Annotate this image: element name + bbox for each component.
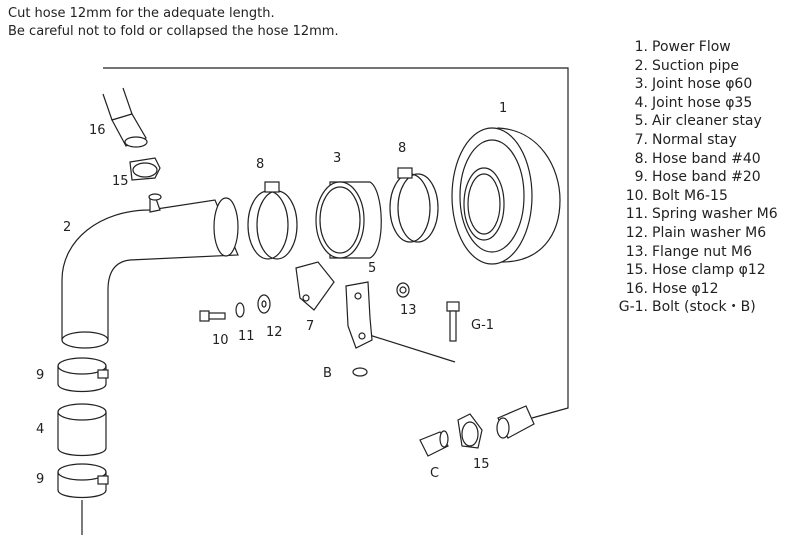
hose-routing-line xyxy=(103,67,569,419)
callout-c: C xyxy=(430,466,439,481)
callout-8-right: 8 xyxy=(398,141,406,156)
legend-item: 10.Bolt M6-15 xyxy=(612,187,778,206)
legend-code: 9. xyxy=(634,169,648,186)
legend-code: 3. xyxy=(634,76,648,93)
callout-3: 3 xyxy=(333,151,341,166)
callout-8-left: 8 xyxy=(256,157,264,172)
callout-1: 1 xyxy=(499,101,507,116)
legend-part-name: Plain washer M6 xyxy=(652,224,767,241)
hose-band-9-upper xyxy=(57,357,109,393)
legend-part-name: Spring washer M6 xyxy=(652,206,778,223)
joint-hose-3 xyxy=(315,181,382,259)
legend-code: 7. xyxy=(634,131,648,148)
hose-16-bottom xyxy=(496,405,535,439)
legend-part-name: Bolt M6-15 xyxy=(652,187,728,204)
hose-band-9-lower xyxy=(57,463,109,499)
legend-item: 12.Plain washer M6 xyxy=(612,224,778,243)
callout-15-bottom: 15 xyxy=(473,457,490,472)
legend-item: 11.Spring washer M6 xyxy=(612,205,778,224)
legend-code: 10. xyxy=(625,187,648,204)
legend-part-name: Joint hose φ35 xyxy=(652,94,753,111)
legend-item: 13.Flange nut M6 xyxy=(612,243,778,262)
joint-hose-4 xyxy=(57,403,107,457)
legend-code: 8. xyxy=(634,150,648,167)
hose-band-8-right xyxy=(389,167,439,243)
hose-clamp-15-bottom xyxy=(457,413,483,449)
legend-part-name: Hose band #20 xyxy=(652,169,761,186)
plain-washer-12 xyxy=(257,294,271,314)
legend-part-name: Flange nut M6 xyxy=(652,243,753,260)
bolt-10 xyxy=(199,310,226,322)
note-cut-hose: Cut hose 12mm for the adequate length. xyxy=(8,6,275,21)
legend-part-name: Suction pipe xyxy=(652,57,740,74)
suction-pipe xyxy=(61,193,239,349)
legend-item: 7.Normal stay xyxy=(612,131,778,150)
washer-b xyxy=(352,367,368,377)
callout-11: 11 xyxy=(238,329,255,344)
legend-item: 16.Hose φ12 xyxy=(612,280,778,299)
legend-code: 16. xyxy=(625,280,648,297)
legend-code: 2. xyxy=(634,57,648,74)
bolt-leader-line xyxy=(359,331,456,363)
legend-part-name: Air cleaner stay xyxy=(652,113,762,130)
callout-9-upper: 9 xyxy=(36,368,44,383)
callout-b: B xyxy=(323,366,332,381)
legend-item: 5.Air cleaner stay xyxy=(612,112,778,131)
legend-item: 15.Hose clamp φ12 xyxy=(612,261,778,280)
callout-9-lower: 9 xyxy=(36,472,44,487)
hose-end-c xyxy=(419,430,449,457)
legend-code: 13. xyxy=(625,243,648,260)
legend-part-name: Hose clamp φ12 xyxy=(652,262,766,279)
callout-15-top: 15 xyxy=(112,174,129,189)
flange-nut-13 xyxy=(396,282,410,298)
legend-part-name: Bolt (stock・B) xyxy=(652,299,756,316)
legend-code: 15. xyxy=(625,262,648,279)
callout-4: 4 xyxy=(36,422,44,437)
normal-stay-7 xyxy=(295,261,335,311)
legend-item: 1.Power Flow xyxy=(612,38,778,57)
note-do-not-fold: Be careful not to fold or collapsed the … xyxy=(8,24,339,39)
legend-part-name: Power Flow xyxy=(652,39,731,55)
callout-10: 10 xyxy=(212,333,229,348)
callout-g1: G-1 xyxy=(471,318,494,333)
hose-band-8-left xyxy=(247,181,298,260)
legend-item: 2.Suction pipe xyxy=(612,57,778,76)
air-cleaner-stay-5 xyxy=(345,281,373,349)
legend-code: 4. xyxy=(634,94,648,111)
legend-part-name: Normal stay xyxy=(652,131,737,148)
power-flow-filter xyxy=(451,127,561,265)
spring-washer-11 xyxy=(235,302,245,318)
bolt-g1 xyxy=(446,301,460,342)
legend-code: 5. xyxy=(634,113,648,130)
callout-16: 16 xyxy=(89,123,106,138)
callout-12: 12 xyxy=(266,325,283,340)
legend-item: 8.Hose band #40 xyxy=(612,150,778,169)
callout-13: 13 xyxy=(400,303,417,318)
legend-item: G-1.Bolt (stock・B) xyxy=(612,298,778,317)
legend-code: 1. xyxy=(634,39,648,55)
callout-2: 2 xyxy=(63,220,71,235)
legend-part-name: Joint hose φ60 xyxy=(652,76,753,93)
legend-code: 12. xyxy=(625,224,648,241)
hose-clamp-15-top xyxy=(129,157,161,181)
legend-code: 11. xyxy=(625,206,648,223)
legend-part-name: Hose band #40 xyxy=(652,150,761,167)
callout-5: 5 xyxy=(368,261,376,276)
legend-code: G-1. xyxy=(618,299,648,316)
callout-7: 7 xyxy=(306,319,314,334)
hose-16-top xyxy=(102,87,148,148)
legend-item: 9.Hose band #20 xyxy=(612,168,778,187)
legend-item: 4.Joint hose φ35 xyxy=(612,94,778,113)
legend-part-name: Hose φ12 xyxy=(652,280,719,297)
legend-item: 3.Joint hose φ60 xyxy=(612,75,778,94)
